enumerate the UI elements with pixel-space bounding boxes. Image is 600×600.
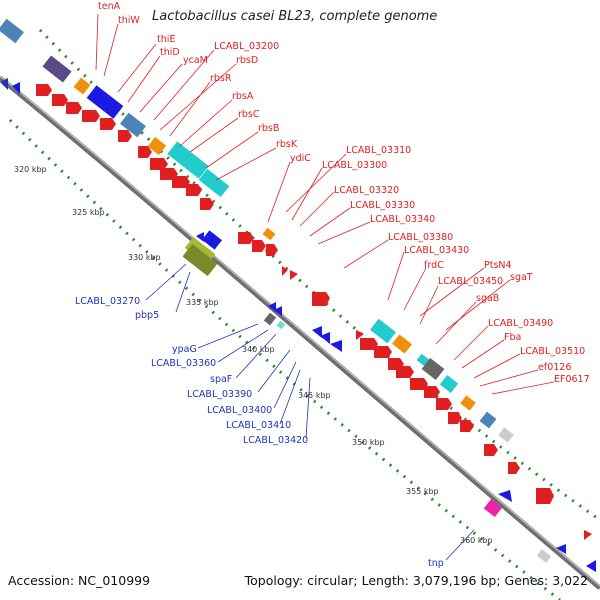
forward-gene-labels: tenA thiW thiE thiD ycaM LCABL_03200 rbs…	[98, 1, 590, 385]
tick-340: 340 kbp	[242, 345, 275, 354]
gene-label: LCABL_03490	[488, 318, 553, 329]
gene-label: tnp	[428, 558, 444, 569]
tick-335: 335 kbp	[186, 298, 219, 307]
tick-360: 360 kbp	[460, 536, 493, 545]
topology-text: Topology: circular; Length: 3,079,196 bp…	[244, 573, 588, 588]
gene-label: LCABL_03390	[187, 389, 252, 400]
gene-label: ef0126	[538, 362, 571, 373]
gene-label: LCABL_03400	[207, 405, 272, 416]
gene-label: frdC	[424, 260, 444, 271]
gene-label: rbsC	[238, 109, 260, 120]
gene-label: pbp5	[135, 310, 159, 321]
gene-label: sgaB	[476, 293, 499, 304]
gene-label: LCABL_03360	[151, 358, 216, 369]
gene-label: LCABL_03310	[346, 145, 411, 156]
gene-label: Fba	[504, 332, 521, 343]
gene-label: rbsB	[258, 123, 279, 134]
gene-label: spaF	[210, 374, 232, 385]
gene-label: LCABL_03410	[226, 420, 291, 431]
forward-label-leaders	[95, 13, 555, 395]
tick-330: 330 kbp	[128, 253, 161, 262]
kbp-axis-labels: 320 kbp 325 kbp 330 kbp 335 kbp 340 kbp …	[14, 165, 493, 545]
accession-text: Accession: NC_010999	[8, 573, 151, 588]
gene-label: LCABL_03340	[370, 214, 435, 225]
reverse-label-leaders	[145, 263, 475, 561]
gene-label: LCABL_03330	[350, 200, 415, 211]
genome-title: Lactobacillus casei BL23, complete genom…	[152, 9, 438, 24]
gene-label: LCABL_03380	[388, 232, 453, 243]
reverse-gene-labels: LCABL_03270 pbp5 ypaG LCABL_03360 spaF L…	[75, 296, 444, 569]
gene-label: LCABL_03320	[334, 185, 399, 196]
gene-label: PtsN4	[484, 260, 512, 271]
gene-label: LCABL_03430	[404, 245, 469, 256]
gene-label: LCABL_03420	[243, 435, 308, 446]
gene-label: rbsD	[236, 55, 258, 66]
reverse-strand-genes	[0, 78, 596, 572]
forward-strand-genes	[0, 18, 592, 540]
tick-355: 355 kbp	[406, 487, 439, 496]
gene-label: ypaG	[172, 344, 197, 355]
tick-350: 350 kbp	[352, 438, 385, 447]
gene-label: rbsR	[210, 73, 232, 84]
gene-label: sgaT	[510, 272, 533, 283]
gene-label: rbsK	[276, 139, 298, 150]
gene-label: LCABL_03450	[438, 276, 503, 287]
genome-backbone	[0, 75, 600, 590]
gene-label: thiE	[157, 34, 175, 45]
gene-label: EF0617	[554, 374, 590, 385]
gene-label: tenA	[98, 1, 121, 12]
gene-label: LCABL_03270	[75, 296, 140, 307]
tick-345: 345 kbp	[298, 391, 331, 400]
gene-label: thiW	[118, 15, 140, 26]
gene-label: ycaM	[183, 55, 208, 66]
tick-325: 325 kbp	[72, 208, 105, 217]
gene-label: ydiC	[290, 153, 311, 164]
gene-label: thiD	[160, 47, 180, 58]
tick-320: 320 kbp	[14, 165, 47, 174]
gene-label: LCABL_03510	[520, 346, 585, 357]
gc-content-tracks	[8, 28, 600, 600]
gene-label: LCABL_03200	[214, 41, 279, 52]
gene-label: LCABL_03300	[322, 160, 387, 171]
gene-label: rbsA	[232, 91, 254, 102]
